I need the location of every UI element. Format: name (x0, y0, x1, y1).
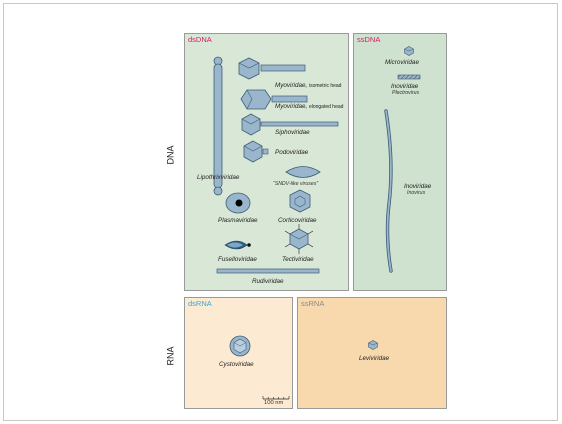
inovirus-genus-label: Inovirus (407, 190, 426, 196)
row-label-rna: RNA (165, 346, 176, 366)
inoviridae-inovirus-label: Inoviridae (404, 183, 432, 190)
leviviridae-virion (368, 340, 378, 350)
ssdna-title: ssDNA (357, 35, 381, 44)
sndv-like-label: “SNDV-like viruses” (273, 181, 319, 187)
fuselloviridae-label: Fuselloviridae (218, 256, 257, 263)
sndv-like-virion (285, 166, 321, 178)
podoviridae-virion (243, 140, 269, 163)
myoviridae-elongated-virion (240, 89, 308, 110)
microviridae-label: Microviridae (385, 59, 419, 66)
plasmaviridae-virion (225, 192, 251, 214)
row-label-dna: DNA (165, 145, 176, 165)
myoviridae-isometric-label: Myoviridae, isometric head (275, 82, 342, 89)
figure-frame (3, 3, 558, 421)
ssrna-panel: ssRNA Leviviridae (297, 297, 447, 409)
rudiviridae-label: Rudiviridae (252, 278, 284, 285)
plasmaviridae-label: Plasmaviridae (218, 217, 258, 224)
dsrna-panel: dsRNA Cystoviridae 100 nm (184, 297, 293, 409)
ssrna-title: ssRNA (301, 299, 325, 308)
rudiviridae-virion (216, 268, 320, 274)
myoviridae-isometric-virion (238, 57, 306, 80)
inoviridae-plectrovirus-label: Inoviridae (391, 83, 419, 90)
microviridae-virion (404, 46, 414, 56)
dsdna-title: dsDNA (188, 35, 212, 44)
fuselloviridae-virion (224, 240, 251, 250)
scale-bar-label: 100 nm (264, 400, 284, 406)
podoviridae-label: Podoviridae (275, 149, 309, 156)
dsrna-title: dsRNA (188, 299, 212, 308)
tectiviridae-virion (284, 224, 314, 254)
siphoviridae-virion (241, 113, 339, 136)
plectrovirus-virion (397, 74, 421, 80)
dsdna-panel: dsDNA Lipothrixviridae Myoviridae, isome… (184, 33, 349, 291)
corticoviridae-virion (289, 189, 311, 213)
leviviridae-label: Leviviridae (359, 355, 390, 362)
cystoviridae-label: Cystoviridae (219, 361, 254, 368)
inovirus-filament (384, 109, 393, 273)
scale-bar (262, 396, 290, 400)
siphoviridae-label: Siphoviridae (275, 129, 310, 136)
corticoviridae-label: Corticoviridae (278, 217, 317, 224)
lipothrixviridae-label: Lipothrixviridae (197, 174, 240, 181)
myoviridae-elongated-label: Myoviridae, elongated head (275, 103, 344, 110)
ssdna-panel: ssDNA Microviridae Inoviridae Plectrovir… (353, 33, 447, 291)
cystoviridae-virion (229, 335, 251, 357)
plectrovirus-genus-label: Plectrovirus (392, 90, 420, 96)
lipothrixviridae-virion (213, 56, 223, 196)
tectiviridae-label: Tectiviridae (282, 256, 314, 263)
